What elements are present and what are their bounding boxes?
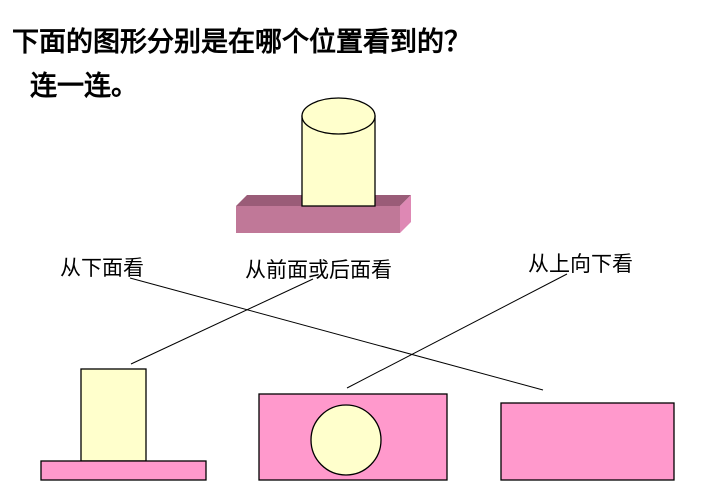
front-view-base — [40, 460, 207, 481]
base-side-face — [400, 195, 411, 233]
top-view-circle — [310, 404, 382, 476]
base-front-face — [236, 206, 400, 233]
label-from-top: 从上向下看 — [528, 252, 633, 276]
front-view-cylinder — [80, 368, 147, 462]
label-from-below: 从下面看 — [60, 256, 144, 280]
line-front-to-front-view — [130, 278, 314, 365]
label-from-front-back: 从前面或后面看 — [245, 258, 392, 282]
cylinder-body — [301, 115, 376, 207]
line-top-to-top-view — [346, 273, 568, 389]
cylinder-top — [301, 97, 376, 135]
top-view-shape — [258, 393, 448, 481]
question-line-1: 下面的图形分别是在哪个位置看到的？ — [12, 27, 471, 58]
bottom-view-shape — [500, 402, 675, 481]
3d-object — [236, 97, 411, 233]
question-line-2: 连一连。 — [30, 71, 138, 102]
front-view-shape — [40, 368, 207, 481]
line-below-to-bottom-view — [129, 277, 544, 391]
connecting-lines — [129, 273, 568, 391]
